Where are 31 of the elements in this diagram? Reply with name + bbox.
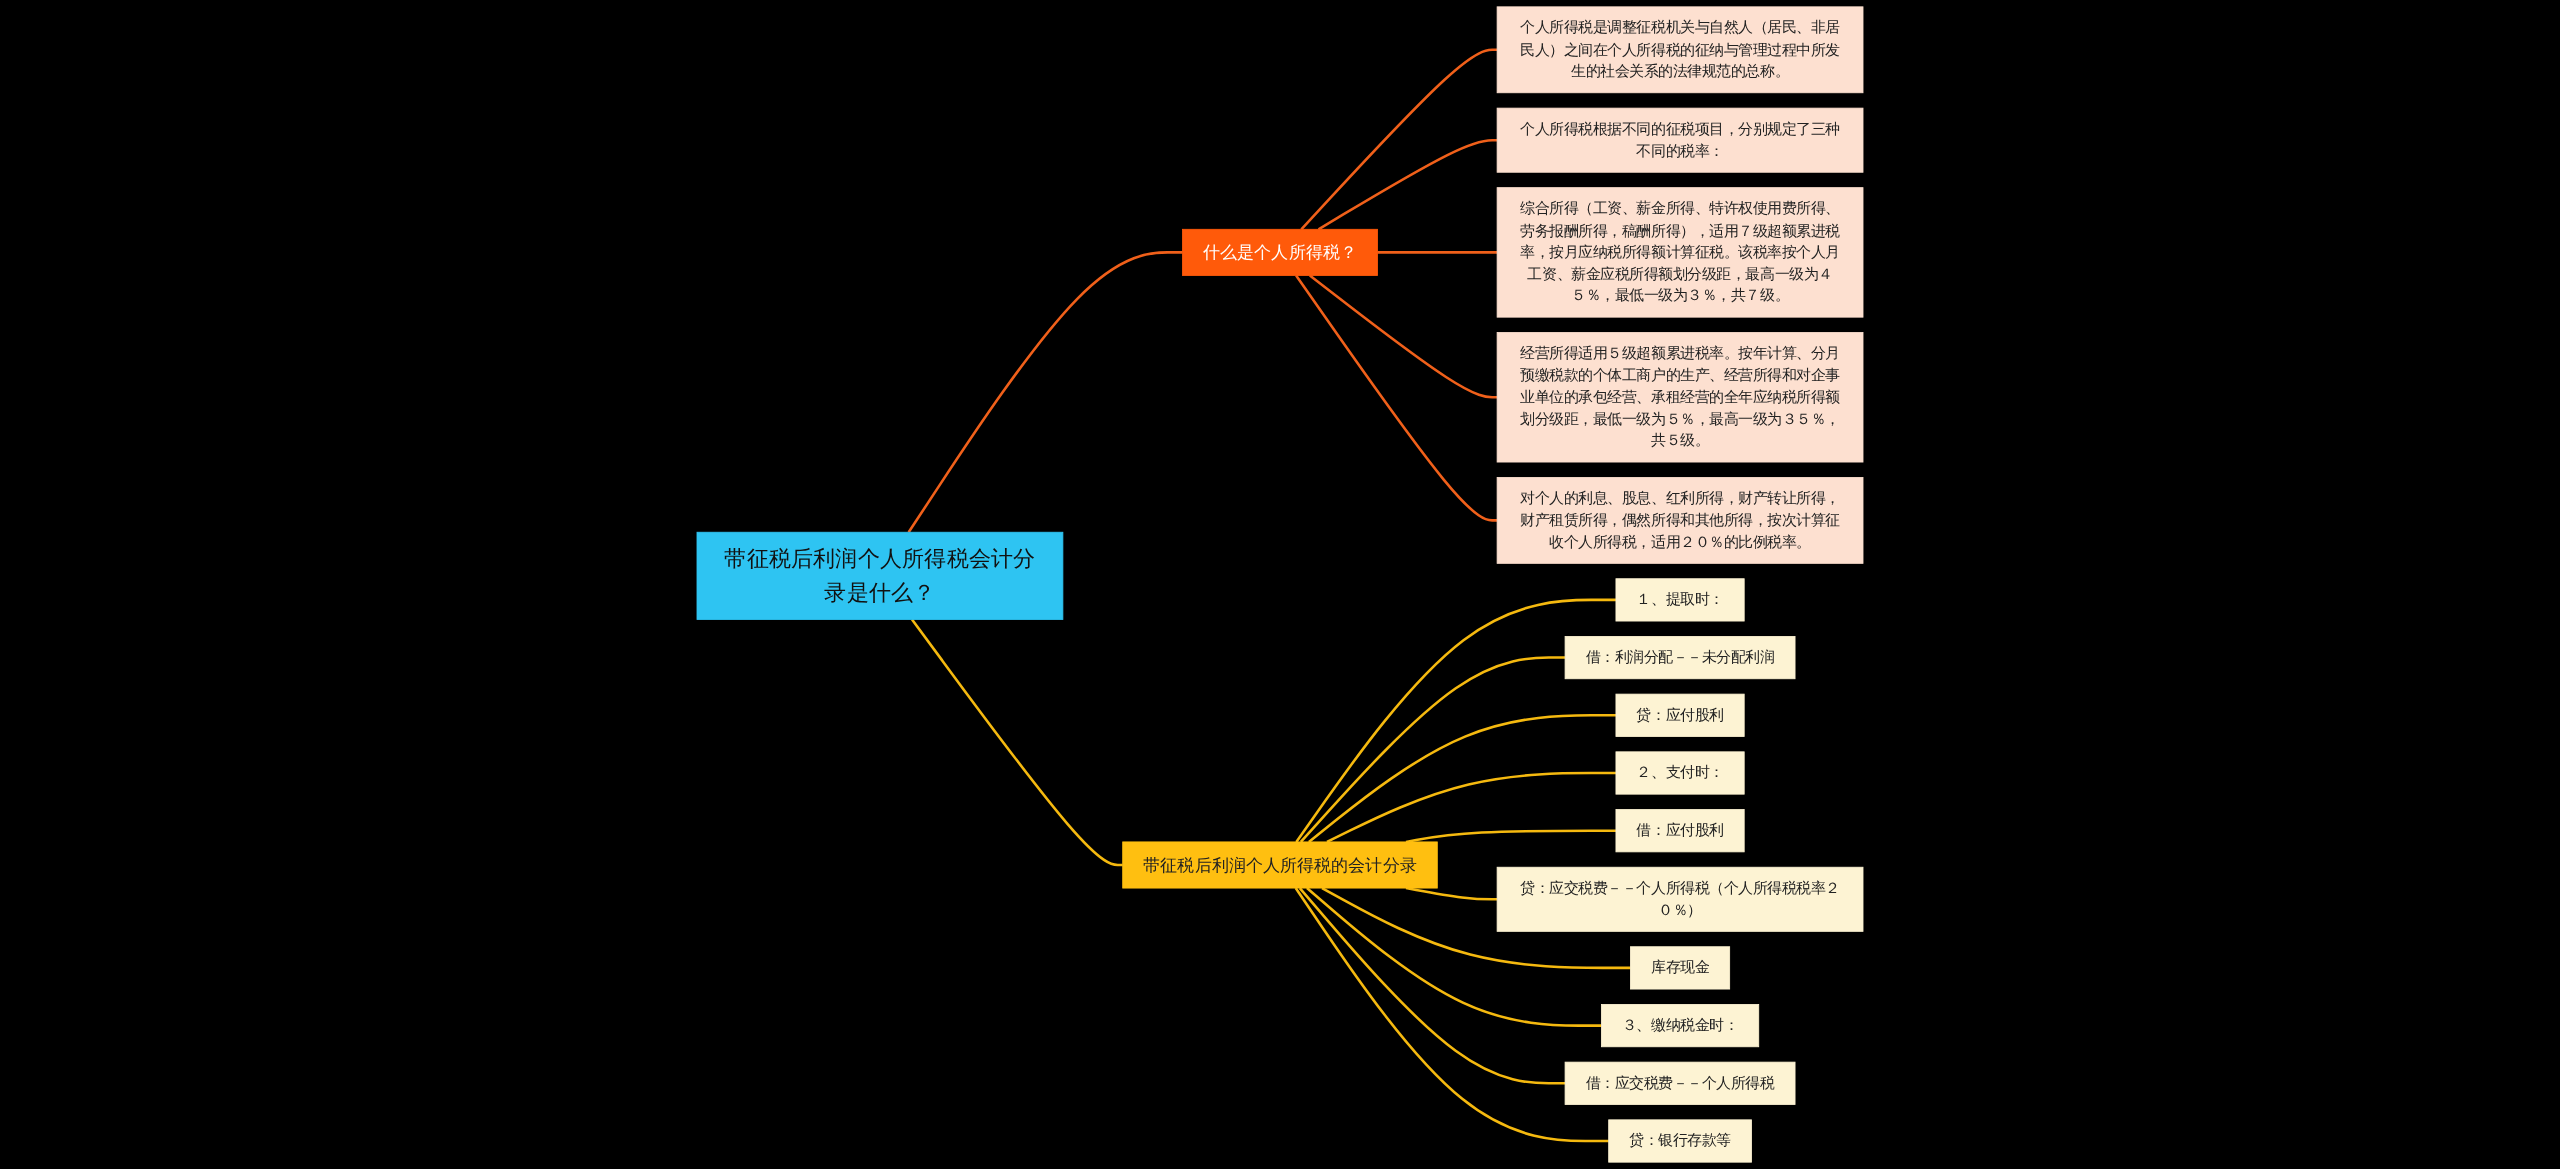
connector	[1294, 887, 1609, 1143]
node-box: 综合所得（工资、薪金所得、特许权使用费所得、劳务报酬所得，稿酬所得），适用７级超额累进税率，按月应纳税所得额计算征税。该税率按个人月工资、薪金应税所得额划分级距，最高一级为４５％，最低一级为３％，共７级。	[1496, 187, 1864, 318]
node-box: 对个人的利息、股息、红利所得，财产转让所得，财产租赁所得，偶然所得和其他所得，按次计算征收个人所得税，适用２０％的比例税率。	[1496, 477, 1864, 564]
node-box: ２、支付时：	[1615, 751, 1745, 795]
node-box: 经营所得适用５级超额累进税率。按年计算、分月预缴税款的个体工商户的生产、经营所得和对企事业单位的承包经营、承租经营的全年应纳税所得额划分级距，最低一级为５％，最高一级为３５％，共５级。	[1496, 332, 1864, 463]
node-box: 贷：应付股利	[1615, 693, 1745, 737]
connector	[1295, 274, 1498, 522]
connector	[1308, 714, 1616, 843]
node-box: 贷：应交税费－－个人所得税（个人所得税税率２０％）	[1496, 866, 1864, 932]
connector	[1299, 656, 1566, 843]
node-box: 带征税后利润个人所得税会计分录是什么？	[696, 531, 1064, 620]
node-box: 个人所得税是调整征税机关与自然人（居民、非居民人）之间在个人所得税的征纳与管理过程中所发生的社会关系的法律规范的总称。	[1496, 6, 1864, 94]
connector	[907, 251, 1183, 533]
node-box: 借：应交税费－－个人所得税	[1564, 1061, 1796, 1105]
connector	[1298, 887, 1566, 1085]
node-box: 借：利润分配－－未分配利润	[1564, 636, 1796, 680]
connector	[911, 618, 1123, 867]
node-box: 库存现金	[1630, 946, 1731, 990]
connector	[1295, 598, 1616, 843]
node-box: 带征税后利润个人所得税的会计分录	[1122, 841, 1438, 889]
node-box: ３、缴纳税金时：	[1601, 1004, 1760, 1048]
connector	[1377, 251, 1498, 254]
node-box: 个人所得税根据不同的征税项目，分别规定了三种不同的税率：	[1496, 107, 1864, 173]
connector	[1300, 48, 1498, 231]
node-box: 贷：银行存款等	[1608, 1119, 1752, 1163]
connector	[1317, 138, 1498, 231]
node-box: 什么是个人所得税？	[1182, 228, 1378, 276]
connector	[1309, 274, 1498, 399]
node-box: 借：应付股利	[1615, 809, 1745, 853]
connector	[1306, 887, 1602, 1027]
node-box: １、提取时：	[1615, 578, 1745, 622]
